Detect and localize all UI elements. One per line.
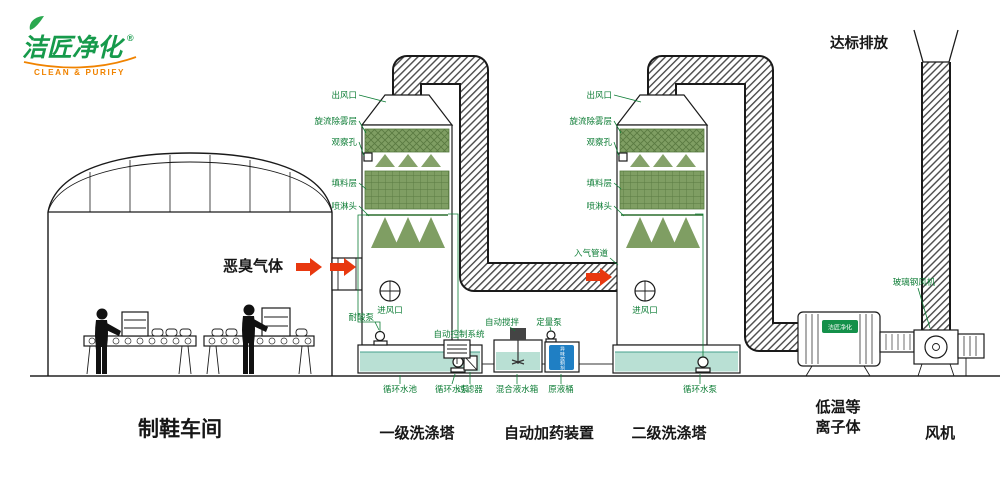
tower2-sight-hole — [618, 152, 628, 162]
tower2-upper-spray-cones — [630, 154, 696, 167]
caption-plasma-line1: 低温等 — [814, 398, 860, 416]
tower1-circ-pump-label: 循环水泵 — [435, 384, 470, 394]
frp-fan-leader — [917, 287, 931, 329]
dosing-unit: 异味控制剂 — [443, 328, 613, 373]
tower2-packing-layer — [619, 170, 705, 210]
tower2-spray-cones — [626, 217, 700, 248]
tower1-acid-pump-label: 耐酸泵 — [348, 312, 374, 322]
worker-figure-2 — [242, 304, 268, 374]
tower1-demister-label: 旋流除雾层 — [314, 116, 357, 126]
tower2-packing-label: 填料层 — [586, 178, 612, 188]
tower1-demister-layer — [364, 128, 450, 153]
conveyor-line-2 — [203, 307, 315, 375]
tower1-spray-label: 喷淋头 — [331, 201, 357, 211]
fan-scroll — [924, 335, 948, 359]
discharge-label: 达标排放 — [830, 34, 888, 52]
caption-dosing: 自动加药装置 — [504, 424, 594, 442]
frp-fan-label: 玻璃钢风机 — [893, 277, 936, 287]
plasma-unit: 洁匠净化 — [797, 311, 915, 377]
tower1-sight-hole-label: 观察孔 — [331, 137, 357, 147]
caption-plasma-line2: 离子体 — [815, 418, 861, 436]
duct-tower1-to-tower2 — [392, 55, 625, 292]
exhaust-stack — [913, 29, 959, 336]
scrubber-tower-2 — [612, 94, 741, 374]
tower2-circulation-pump — [697, 356, 709, 368]
worker-figure-1 — [95, 308, 121, 374]
logo-name: 洁匠净化 — [22, 34, 126, 62]
tower1-packing-layer — [364, 170, 450, 210]
stack-cone — [913, 29, 959, 63]
roof-ribs — [89, 155, 291, 212]
caption-tower1: 一级洗涤塔 — [379, 424, 455, 442]
flow-arrow-3 — [586, 268, 612, 286]
control-system-label: 自动控制系统 — [433, 329, 485, 339]
workshop-building — [47, 152, 333, 376]
logo-reg-mark: ® — [127, 33, 134, 43]
tower2-water — [615, 352, 738, 372]
flow-arrow-2 — [330, 258, 356, 276]
agent-label-box — [549, 345, 574, 370]
tower2-inlet-pipe-label: 入气管道 — [574, 248, 609, 258]
caption-fan: 风机 — [925, 424, 955, 442]
workbench-machine-2 — [261, 307, 291, 337]
plasma-brand-sticker — [822, 320, 858, 333]
tower1-spray-cones — [371, 217, 445, 248]
tower1-acid-pump — [374, 330, 386, 342]
stirrer-label: 自动搅拌 — [485, 317, 520, 327]
filter-label: 过滤器 — [457, 384, 483, 394]
mix-tank-label: 混合液水箱 — [496, 384, 539, 394]
fan-unit — [913, 329, 985, 377]
flow-arrow-1 — [296, 258, 322, 276]
tower1-inlet-label: 进风口 — [377, 305, 403, 315]
duct-tower2-to-plasma — [647, 55, 812, 352]
tower2-sight-hole-label: 观察孔 — [586, 137, 612, 147]
metering-pump — [546, 330, 556, 340]
plasma-fan-connector — [879, 331, 915, 353]
tower1-packing-label: 填料层 — [331, 178, 357, 188]
fan-motor — [957, 333, 985, 359]
conveyor-items-2 — [211, 328, 308, 337]
stock-barrel-label: 原液桶 — [548, 384, 574, 394]
scrubber-tower-1 — [357, 94, 483, 374]
tower2-labels: 出风口 旋流除雾层 观察孔 填料层 喷淋头 入气管道 进风口 循环水泵 — [569, 90, 717, 394]
logo-swoosh — [23, 56, 137, 69]
logo-tagline: CLEAN & PURIFY — [34, 68, 125, 77]
tower1-pool-label: 循环水池 — [383, 384, 418, 394]
tower2-demister-layer — [619, 128, 705, 153]
tower1-outlet-label: 出风口 — [331, 90, 357, 100]
tower1-sight-hole — [363, 152, 373, 162]
odor-gas-label: 恶臭气体 — [223, 257, 284, 275]
caption-tower2: 二级洗涤塔 — [631, 424, 707, 442]
tower2-demister-label: 旋流除雾层 — [569, 116, 612, 126]
caption-workshop: 制鞋车间 — [138, 417, 222, 441]
tower2-inlet-label: 进风口 — [632, 305, 658, 315]
brand-logo: 洁匠净化 ® CLEAN & PURIFY — [22, 16, 137, 77]
workbench-machine-1 — [121, 311, 149, 337]
stirrer-motor — [510, 328, 526, 340]
metering-pump-label: 定量泵 — [536, 317, 562, 327]
tower2-circ-pump-label: 循环水泵 — [683, 384, 718, 394]
gas-flow-arrows — [296, 258, 612, 286]
plasma-sticker-text: 洁匠净化 — [828, 324, 852, 332]
tower1-labels: 出风口 旋流除雾层 观察孔 填料层 喷淋头 进风口 耐酸泵 循环水池 循环水泵 — [314, 90, 469, 394]
agent-label: 异味控制剂 — [559, 347, 564, 372]
tower2-spray-label: 喷淋头 — [586, 201, 612, 211]
logo-leaf-icon — [29, 16, 44, 30]
dosing-labels: 自动控制系统 自动搅拌 定量泵 过滤器 混合液水箱 原液桶 — [433, 317, 573, 394]
tower2-outlet-label: 出风口 — [586, 90, 612, 100]
tower1-upper-spray-cones — [375, 154, 441, 167]
